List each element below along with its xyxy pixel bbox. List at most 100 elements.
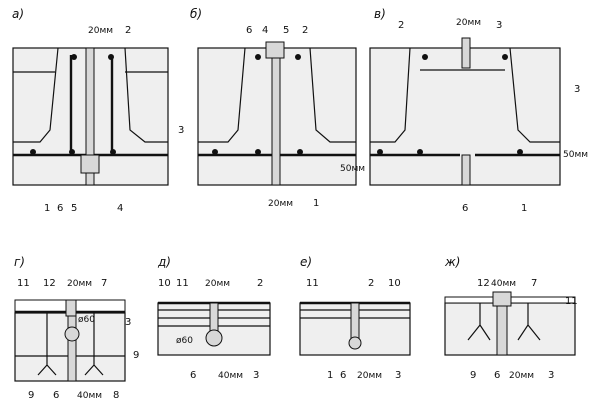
joint-box — [265, 41, 285, 59]
callout-label: 6 — [53, 390, 59, 401]
rebar-section — [517, 149, 523, 155]
callout-label: 20мм — [509, 371, 534, 381]
callout-label: 6 — [340, 370, 346, 381]
rebar-section — [348, 336, 362, 350]
panel-v: в) 2 20мм 3 3 50мм 6 1 — [369, 7, 588, 214]
rebar-section — [422, 54, 428, 60]
rebar-section — [110, 149, 116, 155]
callout-label: 7 — [101, 278, 107, 289]
callout-label: 9 — [28, 390, 34, 401]
panel-title: д) — [157, 255, 171, 269]
drawing-line — [309, 47, 356, 143]
drawing-line — [271, 47, 281, 186]
panel-edge-left — [13, 47, 59, 143]
rebar-section — [502, 54, 508, 60]
rebar-section — [255, 149, 261, 155]
callout-label: 10 — [158, 278, 171, 289]
panel-edge-right — [124, 47, 168, 143]
callout-label: 40мм — [77, 391, 102, 401]
rebar-section — [64, 326, 80, 342]
callout-label: 9 — [470, 370, 476, 381]
callout-label: 1 — [521, 203, 527, 214]
callout-label: 20мм — [268, 199, 293, 209]
rebar-section — [69, 149, 75, 155]
drawing-line — [461, 37, 471, 69]
callout-label: 11 — [565, 296, 578, 307]
callout-label: 1 — [313, 198, 319, 209]
callout-label: 9 — [133, 350, 139, 361]
callout-label: 11 — [306, 278, 319, 289]
callout-label: 20мм — [357, 371, 382, 381]
callout-label: 6 — [190, 370, 196, 381]
panel-title: ж) — [444, 255, 461, 269]
drawing-line — [444, 302, 576, 356]
panel-title: в) — [374, 7, 386, 21]
callout-label: 12 — [43, 278, 56, 289]
rebar-section — [297, 149, 303, 155]
rebar-section — [212, 149, 218, 155]
panel-zh: ж) 12 40мм 7 11 9 6 20мм 3 — [444, 255, 578, 381]
callout-label: 3 — [496, 20, 502, 31]
panel-title: е) — [300, 255, 312, 269]
drawing-line — [65, 299, 77, 317]
callout-label: 4 — [262, 25, 268, 36]
callout-label: 3 — [548, 370, 554, 381]
callout-label: 11 — [176, 278, 189, 289]
rebar-section — [417, 149, 423, 155]
panel-a: а) 20мм 2 3 1 6 5 4 — [12, 7, 184, 214]
callout-label: 3 — [253, 370, 259, 381]
callout-label: 50мм — [563, 150, 588, 160]
panel-g: г) 11 12 20мм 7 3 ø60 9 9 6 40мм 8 — [14, 255, 139, 401]
joint-filler — [85, 47, 95, 186]
drawing-line — [467, 303, 541, 341]
drawing-line — [492, 291, 512, 307]
drawing-line — [198, 47, 246, 143]
callout-label: 2 — [398, 20, 404, 31]
callout-label: 10 — [388, 278, 401, 289]
panel-d: д) 10 11 20мм 2 ø60 6 40мм 3 — [157, 255, 271, 381]
callout: 2 — [125, 25, 131, 36]
panel-e: е) 11 2 10 1 6 20мм 3 — [299, 255, 411, 381]
drawing-line — [496, 305, 508, 356]
callout-label: 3 — [395, 370, 401, 381]
drawing-line — [67, 315, 77, 382]
callout: 6 — [57, 203, 63, 214]
callout: 1 — [44, 203, 50, 214]
panel-title: г) — [14, 255, 25, 269]
panel-title: а) — [12, 7, 24, 21]
rebar-section — [377, 149, 383, 155]
callout-label: 50мм — [340, 164, 365, 174]
callout: 5 — [71, 203, 77, 214]
callout-label: 1 — [327, 370, 333, 381]
callout-label: 3 — [574, 84, 580, 95]
joint-box — [80, 154, 100, 174]
drawing-line — [37, 313, 104, 376]
dimension: 20мм — [88, 26, 113, 36]
rebar-section — [108, 54, 114, 60]
callout-label: ø60 — [176, 336, 193, 346]
callout-label: 40мм — [218, 371, 243, 381]
panel-title: б) — [190, 7, 202, 21]
callout-label: 6 — [462, 203, 468, 214]
callout: 3 — [178, 125, 184, 136]
callout-label: 8 — [113, 390, 119, 401]
callout-label: 2 — [302, 25, 308, 36]
callout-label: 2 — [257, 278, 263, 289]
drawing-line — [461, 154, 471, 186]
callout-label: 20мм — [456, 18, 481, 28]
rebar-section — [255, 54, 261, 60]
callout-label: ø60 — [78, 315, 95, 325]
panel-b: б) 6 4 5 2 50мм 20мм 1 — [190, 7, 365, 209]
rebar-section — [71, 54, 77, 60]
callout-label: 12 — [477, 278, 490, 289]
callout-label: 5 — [283, 25, 289, 36]
callout-label: 2 — [368, 278, 374, 289]
callout-label: 6 — [246, 25, 252, 36]
rebar-section — [205, 329, 223, 347]
callout-label: 20мм — [205, 279, 230, 289]
callout-label: 40мм — [491, 279, 516, 289]
callout-label: 7 — [531, 278, 537, 289]
drawing-line — [209, 302, 219, 334]
callout-label: 6 — [494, 370, 500, 381]
